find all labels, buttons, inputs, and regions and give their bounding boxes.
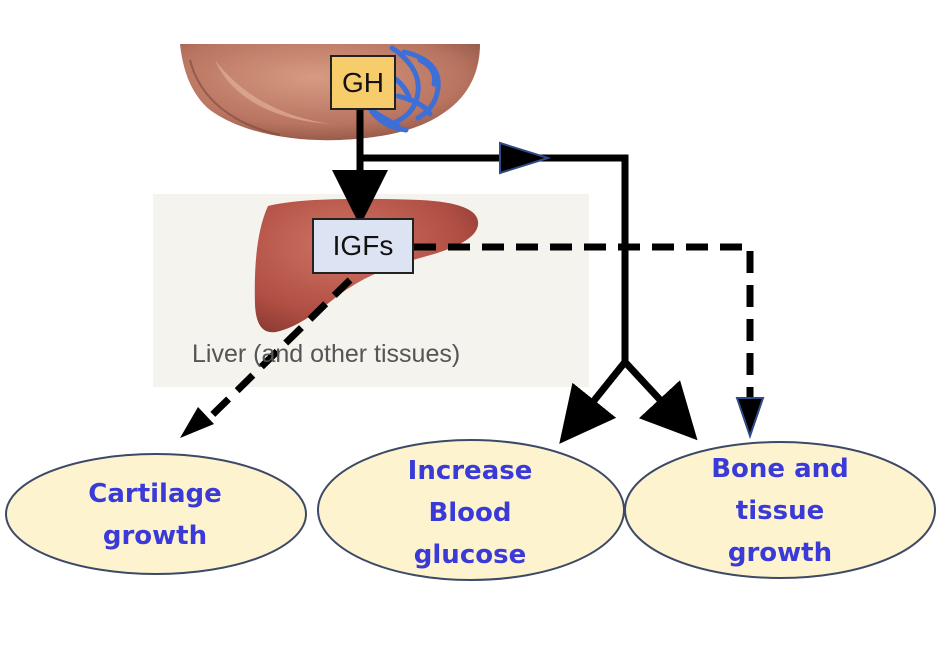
cartilage-line-2: growth (102, 521, 208, 551)
bone-line-2: tissue (735, 496, 825, 526)
cartilage-growth-label: Cartilage growth (40, 470, 270, 560)
cartilage-line-1: Cartilage (88, 479, 222, 509)
igf-to-cartilage-arrowhead (180, 407, 214, 438)
glucose-line-3: glucose (413, 540, 527, 570)
bone-tissue-growth-oval (624, 441, 936, 579)
glucose-line-2: Blood (428, 498, 512, 528)
gh-direct-pathway-line (360, 154, 629, 362)
bone-line-1: Bone and (711, 454, 849, 484)
igf-to-bone-arrowhead (735, 397, 765, 440)
bone-tissue-growth-label: Bone and tissue growth (650, 446, 910, 576)
igf-pathway-arrows (180, 243, 765, 440)
gh-pathway-arrows (332, 110, 698, 444)
pathway-direction-arrowhead (499, 141, 552, 175)
cartilage-growth-oval (5, 453, 307, 575)
gh-label-box: GH (330, 55, 396, 110)
liver-caption: Liver (and other tissues) (192, 340, 461, 368)
igf-to-bone-arrow (414, 243, 754, 398)
igf-to-cartilage-arrow (199, 277, 353, 428)
blood-glucose-label: Increase Blood glucose (350, 448, 590, 578)
gh-to-bone-arrow (622, 359, 698, 441)
glucose-line-1: Increase (407, 456, 533, 486)
igf-label-box: IGFs (312, 218, 414, 274)
bone-line-3: growth (727, 538, 833, 568)
gh-to-glucose-arrow (559, 359, 628, 444)
